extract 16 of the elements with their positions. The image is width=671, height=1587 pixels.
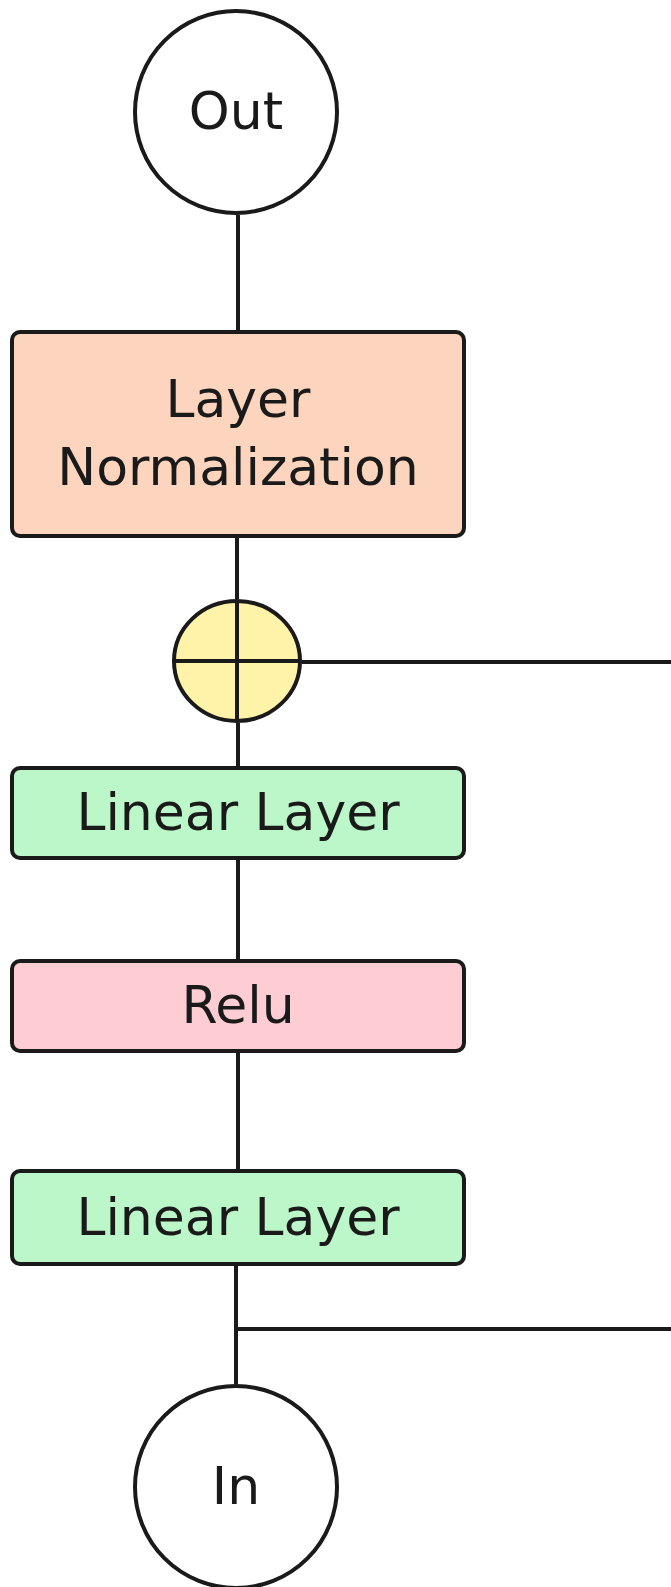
connector-line <box>236 215 240 330</box>
node-label: Layer Normalization <box>56 368 420 499</box>
connector-line <box>236 723 240 766</box>
process-box <box>10 330 466 538</box>
node-label: Relu <box>181 974 295 1038</box>
process-box <box>10 766 466 860</box>
node-label: Out <box>188 80 284 144</box>
sum-circle <box>172 599 302 723</box>
node-label: Linear Layer <box>76 781 400 845</box>
process-box <box>10 1169 466 1266</box>
process-box <box>10 959 466 1053</box>
connector-line <box>236 1053 240 1169</box>
node-label: Linear Layer <box>76 1185 400 1249</box>
node-label: In <box>211 1455 261 1519</box>
connector-line <box>236 860 240 959</box>
connector-line <box>235 538 239 599</box>
